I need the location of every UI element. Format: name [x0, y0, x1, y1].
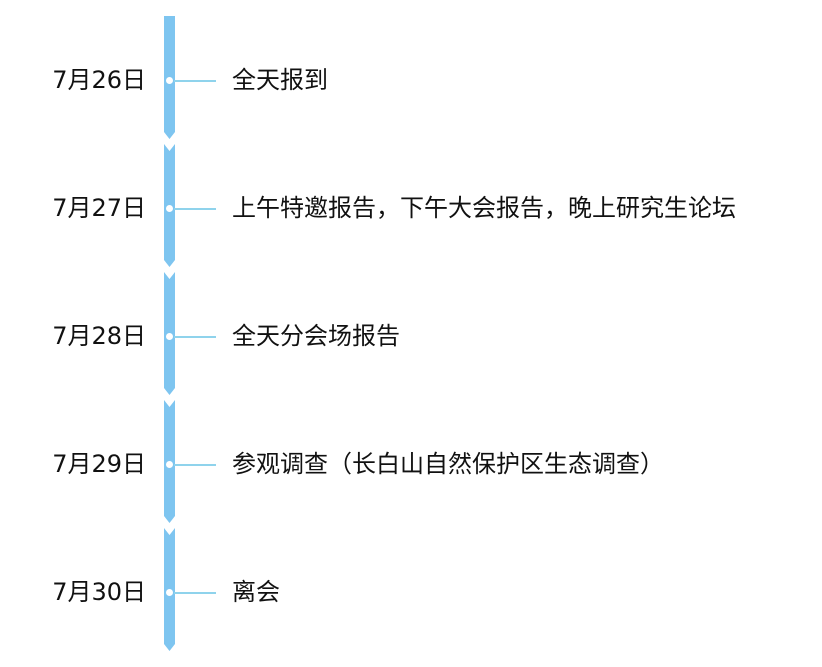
timeline-node-dot [166, 333, 173, 340]
timeline-item: 7月29日 参观调查（长白山自然保护区生态调查） [0, 400, 822, 528]
timeline-event: 全天分会场报告 [232, 322, 400, 350]
timeline-date: 7月26日 [52, 66, 146, 94]
timeline-connector-line [174, 208, 216, 210]
timeline-node-dot [166, 461, 173, 468]
timeline-node-dot [166, 589, 173, 596]
timeline-node-dot [166, 77, 173, 84]
timeline-connector-line [174, 464, 216, 466]
timeline-event: 离会 [232, 578, 280, 606]
timeline-connector-line [174, 592, 216, 594]
timeline-item: 7月28日 全天分会场报告 [0, 272, 822, 400]
timeline-event: 参观调查（长白山自然保护区生态调查） [232, 450, 664, 478]
timeline-item: 7月30日 离会 [0, 528, 822, 656]
timeline-connector-line [174, 80, 216, 82]
timeline-date: 7月30日 [52, 578, 146, 606]
timeline-date: 7月28日 [52, 322, 146, 350]
timeline-event: 全天报到 [232, 66, 328, 94]
timeline-date: 7月29日 [52, 450, 146, 478]
timeline-item: 7月27日 上午特邀报告，下午大会报告，晚上研究生论坛 [0, 144, 822, 272]
timeline-node-dot [166, 205, 173, 212]
timeline-connector-line [174, 336, 216, 338]
timeline-date: 7月27日 [52, 194, 146, 222]
timeline-item: 7月26日 全天报到 [0, 16, 822, 144]
timeline-event: 上午特邀报告，下午大会报告，晚上研究生论坛 [232, 194, 736, 222]
